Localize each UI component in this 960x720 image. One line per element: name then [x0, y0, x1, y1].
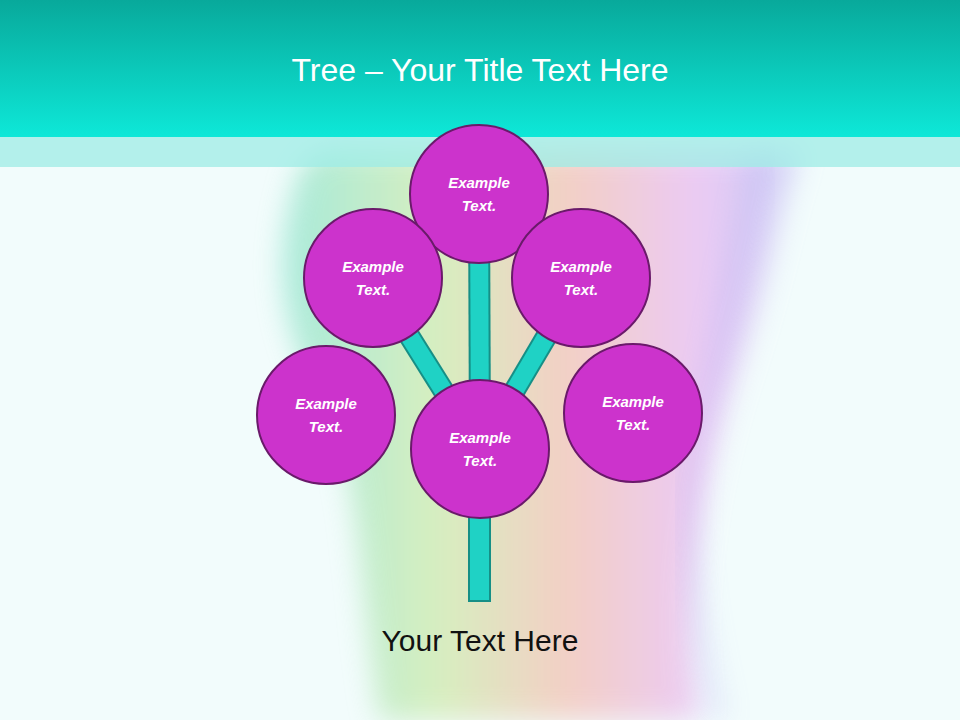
leaf-circle: Example Text.: [256, 345, 396, 485]
leaf-circle: Example Text.: [511, 208, 651, 348]
circle-shape: [256, 345, 396, 485]
slide-title: Tree – Your Title Text Here: [0, 52, 960, 89]
caption-text: Your Text Here: [0, 624, 960, 658]
circle-shape: [410, 379, 550, 519]
node-text: Example Text.: [587, 390, 679, 436]
circle-shape: [303, 208, 443, 348]
circle-shape: [511, 208, 651, 348]
circle-shape: [563, 343, 703, 483]
header-band: [0, 0, 960, 137]
node-text: Example Text.: [433, 171, 525, 217]
smoke-wisp: [690, 150, 760, 720]
node-text: Example Text.: [434, 426, 526, 472]
leaf-circle: Example Text.: [563, 343, 703, 483]
tree-branch: [410, 336, 444, 390]
leaf-circle: Example Text.: [303, 208, 443, 348]
tree-branch: [479, 263, 480, 380]
leaf-circle: Example Text.: [410, 379, 550, 519]
node-text: Example Text.: [327, 255, 419, 301]
node-text: Example Text.: [280, 392, 372, 438]
node-text: Example Text.: [535, 255, 627, 301]
tree-branch: [515, 337, 546, 389]
